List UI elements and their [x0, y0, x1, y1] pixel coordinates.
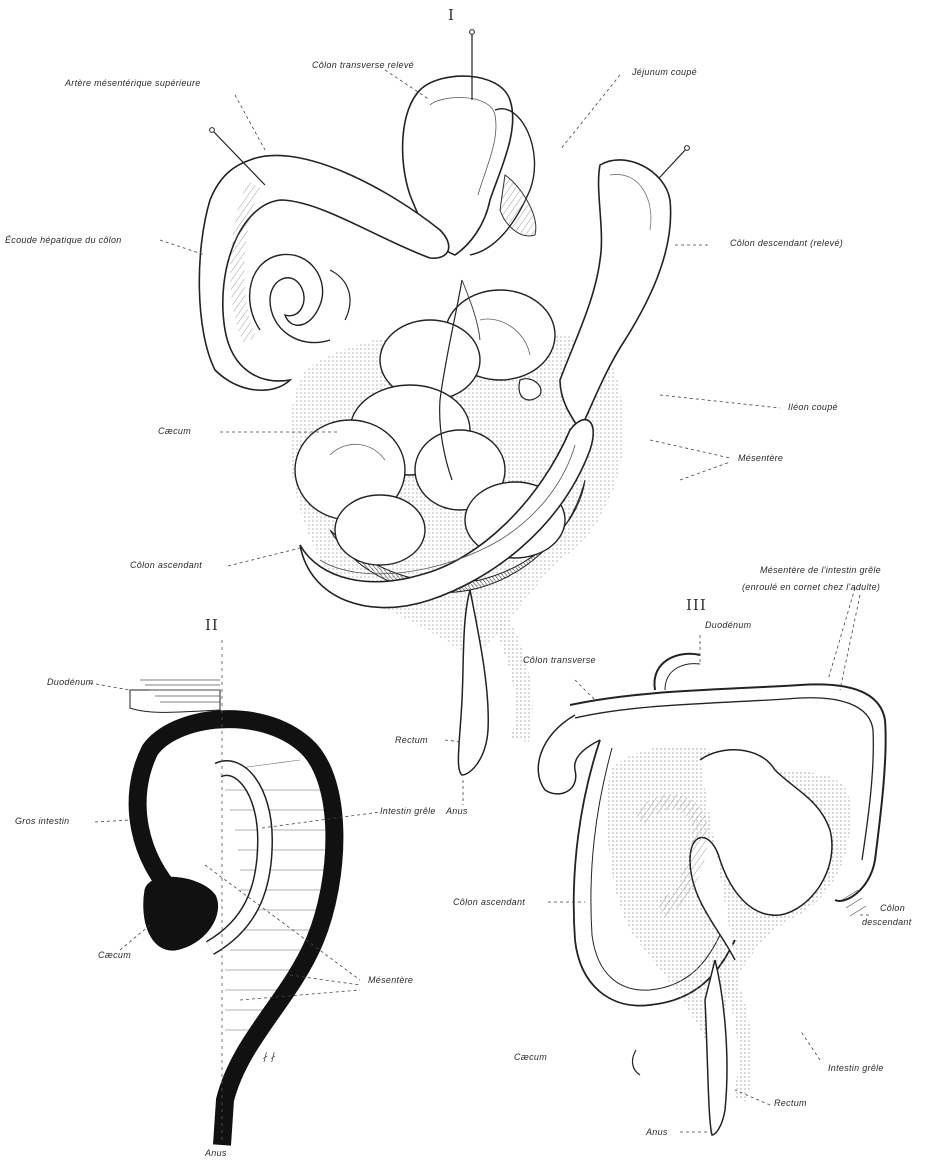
label-intestin-grele-3: Intestin grêle: [828, 1063, 884, 1073]
label-colon-ascendant-1: Côlon ascendant: [130, 560, 202, 570]
label-duodenum-2: Duodénum: [47, 677, 93, 687]
label-artere-mesenterique: Artère mésentérique supérieure: [65, 78, 201, 88]
label-rectum-1: Rectum: [395, 735, 428, 745]
svg-text:∤ ∤: ∤ ∤: [262, 1052, 276, 1063]
label-ileon-coupe: Iléon coupé: [788, 402, 838, 412]
label-anus-2: Anus: [205, 1148, 227, 1158]
label-descendant-3: descendant: [862, 917, 912, 927]
label-caecum-2: Cæcum: [98, 950, 131, 960]
label-mesentere-intestin-grele-1: Mésentère de l'intestin grêle: [760, 565, 881, 575]
label-mesentere-1: Mésentère: [738, 453, 783, 463]
label-caecum-3: Cæcum: [514, 1052, 547, 1062]
label-colon-3: Côlon: [880, 903, 905, 913]
label-colon-ascendant-3: Côlon ascendant: [453, 897, 525, 907]
figure-3-numeral: III: [686, 596, 707, 614]
label-mesentere-intestin-grele-2: (enroulé en cornet chez l'adulte): [742, 582, 880, 592]
label-duodenum-3: Duodénum: [705, 620, 751, 630]
label-intestin-grele-2: Intestin grêle: [380, 806, 436, 816]
figure-3-drawing: [538, 588, 885, 1135]
figure-2-numeral: II: [205, 616, 219, 634]
label-colon-descendant-releve: Côlon descendant (relevé): [730, 238, 843, 248]
fig3-duodenum: [654, 654, 700, 690]
label-mesentere-2: Mésentère: [368, 975, 413, 985]
label-colon-transverse-releve: Côlon transverse relevé: [312, 60, 414, 70]
label-anus-1: Anus: [446, 806, 468, 816]
label-caecum-1: Cæcum: [158, 426, 191, 436]
figure-1-drawing: [160, 30, 780, 805]
fig3-left-loop: [538, 715, 600, 794]
fig2-duodenum-stub: [130, 690, 220, 712]
fig1-coil: [250, 254, 330, 342]
figure-2-drawing: ∤ ∤: [90, 640, 380, 1145]
label-anus-3: Anus: [646, 1127, 668, 1137]
label-rectum-3: Rectum: [774, 1098, 807, 1108]
figure-1-numeral: I: [448, 6, 455, 24]
label-ecoude-hepatique: Écoude hépatique du côlon: [5, 235, 122, 245]
fig1-jejunum-cut: [500, 175, 536, 236]
label-gros-intestin-2: Gros intestin: [15, 816, 69, 826]
fig2-caecum: [144, 877, 218, 950]
label-jejunum-coupe: Jéjunum coupé: [632, 67, 697, 77]
label-colon-transverse-3: Côlon transverse: [523, 655, 596, 665]
